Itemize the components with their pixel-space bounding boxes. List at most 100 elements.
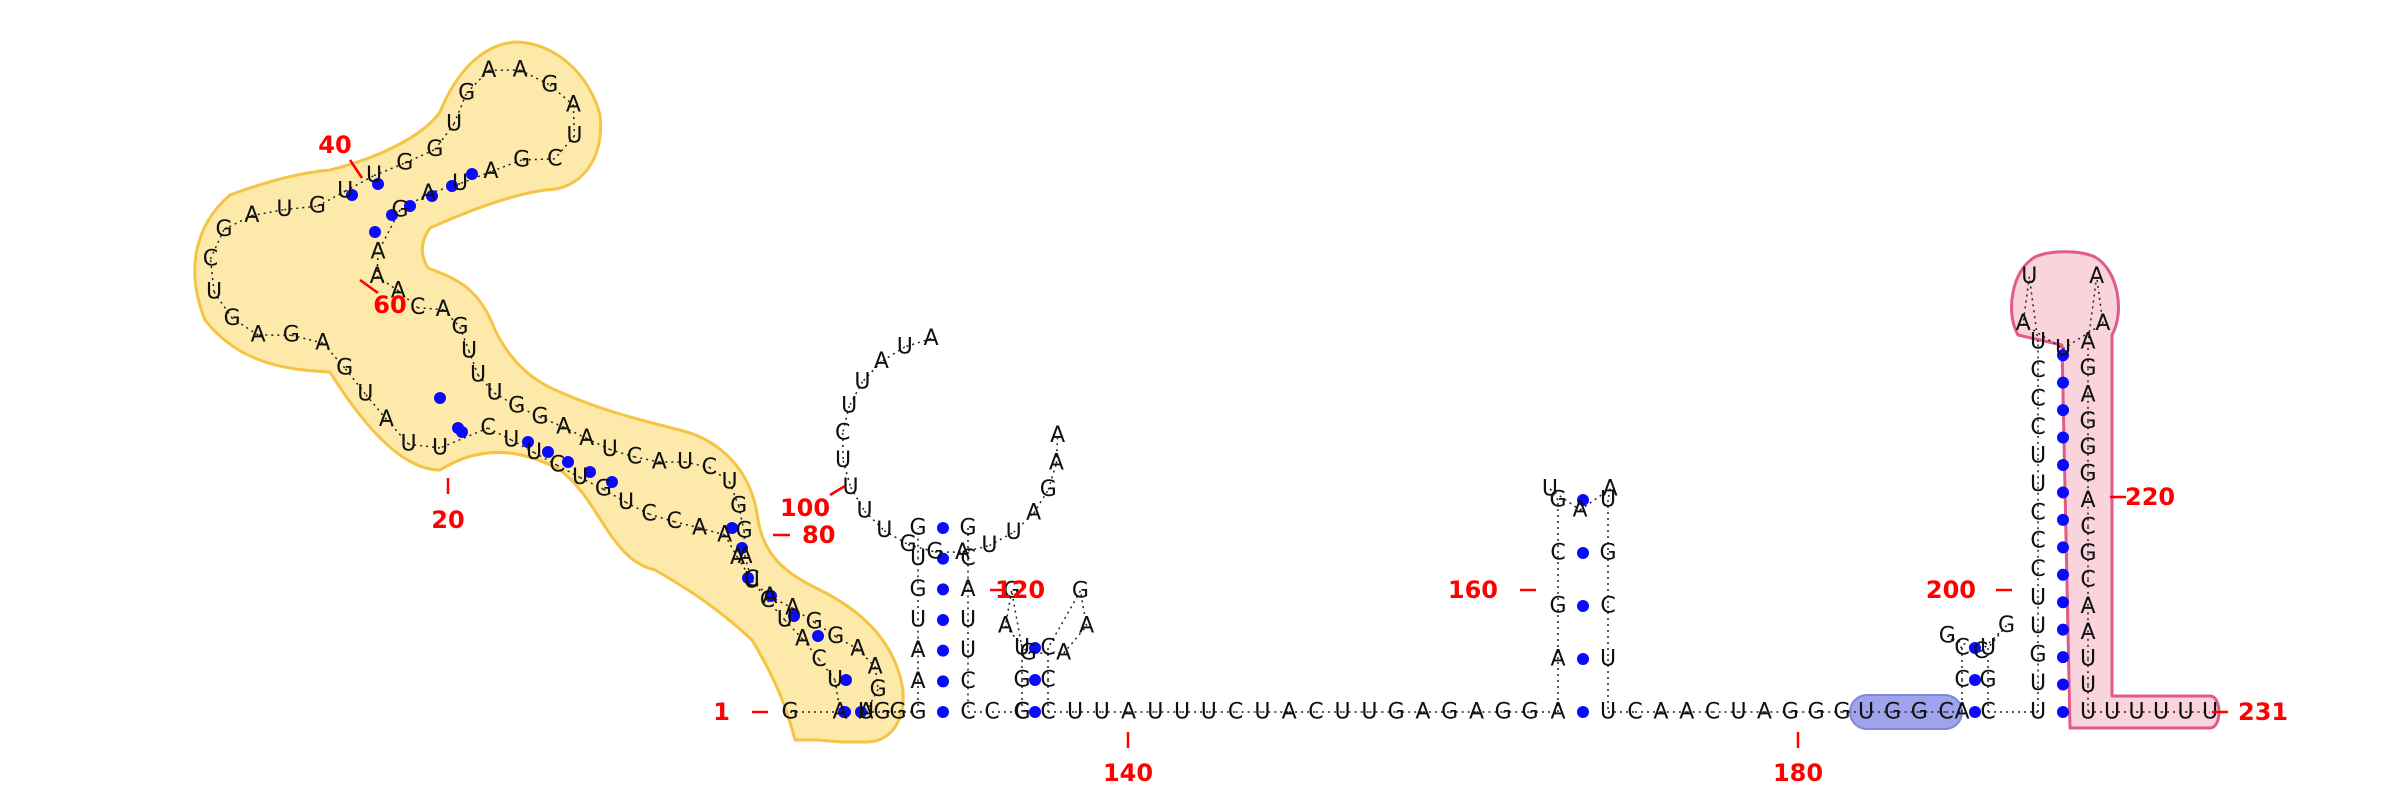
backbone-link (533, 451, 558, 466)
nucleotide: G (1549, 594, 1566, 619)
nucleotide: G (1388, 700, 1405, 725)
nucleotide: G (1013, 668, 1030, 693)
nucleotide: U (432, 436, 448, 461)
nucleotide: U (2030, 614, 2046, 639)
nucleotide: A (1550, 647, 1565, 672)
nucleotide: G (1020, 641, 1037, 666)
nucleotide: U (2080, 647, 2096, 672)
backbone-link (744, 556, 753, 582)
nucleotide: A (2016, 311, 2031, 336)
base-pair-dot (522, 436, 534, 448)
nucleotide: G (1013, 700, 1030, 725)
base-pair-dot (372, 178, 384, 190)
nucleotide: G (781, 700, 798, 725)
nucleotide: U (777, 607, 793, 632)
backbone-link (579, 476, 604, 490)
nucleotide: A (785, 596, 800, 621)
backbone-link (962, 544, 990, 553)
nucleotide: G (900, 532, 917, 557)
nucleotide: U (1147, 700, 1163, 725)
nucleotide: U (487, 381, 503, 406)
nucleotide: G (541, 72, 558, 97)
base-pair-dot (2057, 706, 2069, 718)
position-label: 40 (318, 131, 351, 159)
backbone-link (784, 619, 804, 640)
position-tick (359, 278, 379, 295)
backbone-link (883, 530, 909, 546)
nucleotide: U (2177, 700, 2193, 725)
backbone-link (728, 481, 740, 507)
base-pair-dot (1969, 674, 1981, 686)
nucleotide: G (1495, 700, 1512, 725)
nucleotide: G (909, 700, 926, 725)
nucleotide: G (2079, 409, 2096, 434)
backbone-link (792, 607, 815, 623)
nucleotide: U (1361, 700, 1377, 725)
position-tick (829, 484, 846, 497)
nucleotide: U (2030, 330, 2046, 355)
backbone-link (766, 599, 786, 621)
base-pair-dot (2057, 651, 2069, 664)
nucleotide: U (1174, 700, 1190, 725)
nucleotide: G (1808, 700, 1825, 725)
nucleotide: A (910, 638, 925, 663)
backbone-link (1033, 489, 1049, 514)
backbone-link (516, 405, 541, 418)
nucleotide: A (251, 323, 266, 348)
nucleotide: U (827, 668, 843, 693)
nucleotide: C (744, 567, 759, 592)
base-pair-dot (452, 422, 464, 434)
position-label: 1 (713, 698, 730, 726)
nucleotide: G (283, 323, 300, 348)
backbone-link (2028, 276, 2039, 343)
nucleotide: U (960, 638, 976, 663)
backbone-link (1579, 488, 1611, 511)
nucleotide: G (1441, 700, 1458, 725)
nucleotide: A (566, 93, 581, 118)
nucleotide: G (508, 394, 525, 419)
nucleotide: G (959, 516, 976, 541)
base-pair-dot (788, 610, 800, 622)
nucleotide: C (2030, 529, 2045, 554)
backbone-link (634, 456, 660, 463)
position-label: 60 (373, 291, 406, 319)
backbone-link (1010, 590, 1023, 649)
backbone-link (699, 527, 725, 536)
nucleotide: A (924, 326, 939, 351)
nucleotide: A (910, 669, 925, 694)
nucleotide: A (2080, 382, 2095, 407)
nucleotide: C (480, 416, 495, 441)
nucleotide: A (2089, 264, 2104, 289)
backbone-link (861, 361, 882, 383)
nucleotide: G (909, 516, 926, 541)
nucleotide: A (436, 297, 451, 322)
nucleotide: G (730, 493, 747, 518)
nucleotide: C (702, 455, 717, 480)
nucleotide: U (1600, 647, 1616, 672)
nucleotide: C (549, 453, 564, 478)
nucleotide: U (2080, 700, 2096, 725)
nucleotide: C (1954, 668, 1969, 693)
backbone-link (842, 460, 852, 488)
nucleotide: U (910, 608, 926, 633)
position-label: 200 (1926, 576, 1976, 604)
nucleotide: G (396, 151, 413, 176)
base-pair-dot (386, 209, 398, 221)
nucleotide: A (717, 522, 732, 547)
nucleotide: A (858, 700, 873, 725)
backbone-link (231, 317, 259, 336)
nucleotide: C (547, 146, 562, 171)
nucleotide: C (641, 502, 656, 527)
base-pair-dot (434, 392, 446, 404)
nucleotide: U (618, 490, 634, 515)
nucleotide: U (1067, 700, 1083, 725)
nucleotide: C (1954, 636, 1969, 661)
nucleotide: G (1998, 613, 2015, 638)
base-pair-dot (2057, 349, 2069, 362)
base-pair-layer (346, 168, 2069, 718)
backbone-link (1607, 488, 1611, 501)
nucleotide: U (1730, 700, 1746, 725)
backbone-link (468, 350, 479, 376)
nucleotide: G (2079, 541, 2096, 566)
nucleotide: U (461, 339, 477, 364)
